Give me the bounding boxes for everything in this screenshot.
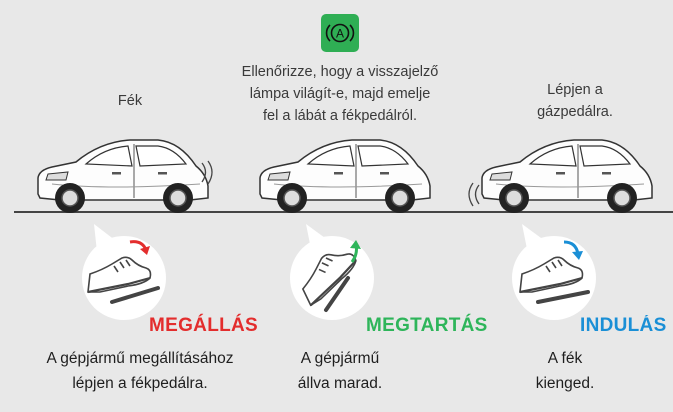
road-line <box>14 211 673 213</box>
foot-icon <box>301 253 357 307</box>
step3-instruction: Lépjen a gázpedálra. <box>537 82 613 120</box>
hold-bubble <box>290 224 374 320</box>
car-icon <box>259 139 431 213</box>
brake-press-bubble <box>82 224 166 320</box>
pedal-icon <box>324 276 350 312</box>
phase-label-hold: MEGTARTÁS <box>366 315 488 336</box>
phase-label-start: INDULÁS <box>580 315 667 336</box>
pedal-icon <box>110 286 160 304</box>
auto-hold-indicator-icon: A <box>321 14 359 52</box>
car-icon <box>37 139 209 213</box>
step3-description: A fék kienged. <box>535 350 595 392</box>
pedal-icon <box>536 290 590 304</box>
foot-icon <box>87 256 152 294</box>
foot-icon <box>519 256 584 294</box>
step1-description: A gépjármű megállításához lépjen a fékpe… <box>46 350 234 392</box>
phase-label-stop: MEGÁLLÁS <box>149 315 259 336</box>
indicator-symbol: A <box>336 27 344 41</box>
step2-instruction: Ellenőrizze, hogy a visszajelző lámpa vi… <box>241 64 439 124</box>
accelerator-bubble <box>512 224 596 320</box>
car-icon <box>481 139 653 213</box>
step2-description: A gépjármű állva marad. <box>297 350 383 392</box>
brake-motion-icon <box>201 160 213 185</box>
step1-instruction: Fék <box>117 93 143 109</box>
accelerate-motion-icon <box>468 182 480 207</box>
